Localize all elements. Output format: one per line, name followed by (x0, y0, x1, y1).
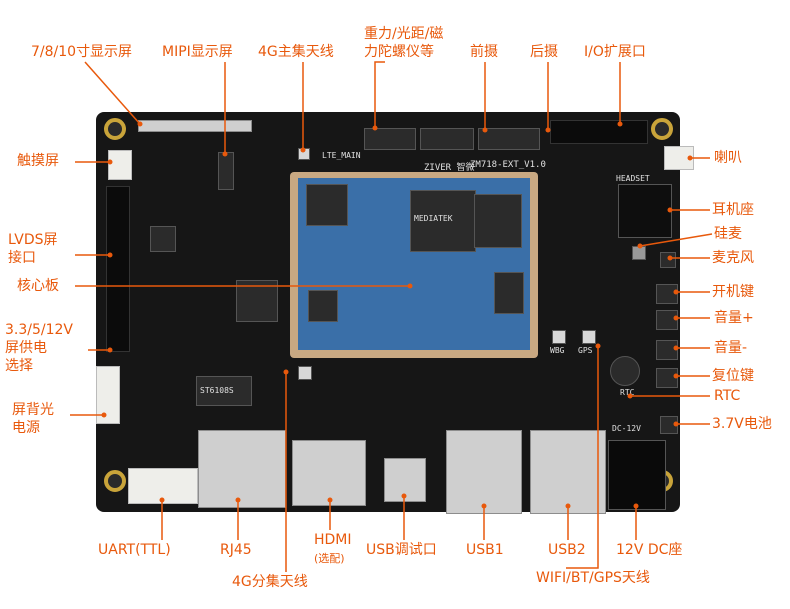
chip-left-3 (196, 376, 252, 406)
label-reset-key: 复位键 (712, 368, 754, 384)
label-touchscreen: 触摸屏 (17, 153, 59, 169)
dc-jack (608, 440, 666, 510)
model-silk: ZM718-EXT_V1.0 (470, 160, 546, 170)
front-camera-connector (420, 128, 474, 150)
rtc-silk: RTC (620, 388, 635, 397)
label-silicon-mic: 硅麦 (714, 226, 742, 242)
mounting-hole-top-right (651, 118, 673, 140)
label-4g-diversity-antenna: 4G分集天线 (232, 574, 308, 590)
label-usb1: USB1 (466, 542, 504, 558)
earphone-jack (618, 184, 672, 238)
label-lvds-line2: 接口 (8, 250, 36, 266)
chip-left-1 (150, 226, 176, 252)
label-usb-debug: USB调试口 (366, 542, 437, 558)
lvds-header (106, 186, 130, 352)
core-pmic (306, 184, 348, 226)
label-front-camera: 前摄 (470, 44, 498, 60)
core-emmc (494, 272, 524, 314)
mediatek-silk: MEDIATEK (414, 214, 453, 223)
label-power-sel-line1: 3.3/5/12V (5, 322, 73, 338)
label-power-sel-line3: 选择 (5, 358, 33, 374)
core-soc (410, 190, 476, 252)
touchscreen-connector (108, 150, 132, 180)
label-lvds-line1: LVDS屏 (8, 232, 58, 248)
label-lcd-7-8-10: 7/8/10寸显示屏 (31, 44, 133, 60)
label-power-key: 开机键 (712, 284, 754, 300)
io-expansion-header (550, 120, 648, 144)
label-hdmi-optional: (选配) (314, 552, 345, 565)
usb-debug-port (384, 458, 426, 502)
label-mipi: MIPI显示屏 (162, 44, 233, 60)
label-core-board: 核心板 (17, 278, 59, 294)
label-battery: 3.7V电池 (712, 416, 772, 432)
label-uart: UART(TTL) (98, 542, 171, 558)
usb1-port (446, 430, 522, 514)
hdmi-port (292, 440, 366, 506)
label-volume-up: 音量+ (714, 310, 754, 326)
mounting-hole-bottom-left (104, 470, 126, 492)
gps-connector (582, 330, 596, 344)
label-rear-camera: 后摄 (530, 44, 558, 60)
label-microphone: 麦克风 (712, 250, 754, 266)
microphone-pads (660, 252, 676, 268)
label-io-expansion: I/O扩展口 (584, 44, 646, 60)
label-earphone: 耳机座 (712, 202, 754, 218)
brand-silk: ZIVER 智微 (424, 163, 475, 173)
mounting-hole-top-left (104, 118, 126, 140)
wbg-connector (552, 330, 566, 344)
label-power-sel-line2: 屏供电 (5, 340, 47, 356)
rtc-holder (610, 356, 640, 386)
gps-silk: GPS (578, 346, 593, 355)
label-wifi-bt-gps: WIFI/BT/GPS天线 (536, 570, 650, 586)
dc12v-silk: DC-12V (612, 424, 641, 433)
label-sensors-line2: 力陀螺仪等 (364, 44, 434, 60)
chip-s-silk: ST6108S (200, 386, 234, 395)
label-usb2: USB2 (548, 542, 586, 558)
label-backlight-line2: 电源 (12, 420, 40, 436)
label-sensors-line1: 重力/光距/磁 (364, 26, 444, 42)
div-antenna-connector (298, 366, 312, 380)
wbg-silk: WBG (550, 346, 565, 355)
rear-camera-connector (478, 128, 540, 150)
label-hdmi: HDMI (314, 532, 352, 548)
lte-main-silk: LTE_MAIN (322, 151, 361, 160)
label-volume-down: 音量- (714, 340, 748, 356)
core-chip-small (308, 290, 338, 322)
label-rtc: RTC (714, 388, 741, 404)
usb2-port (530, 430, 606, 514)
label-rj45: RJ45 (220, 542, 252, 558)
label-dc12v: 12V DC座 (616, 542, 683, 558)
label-4g-main-antenna: 4G主集天线 (258, 44, 334, 60)
sensor-connector (364, 128, 416, 150)
headset-silk: HEADSET (616, 174, 650, 183)
core-memory (474, 194, 522, 248)
label-backlight-line1: 屏背光 (12, 402, 54, 418)
chip-left-2 (236, 280, 278, 322)
label-speaker: 喇叭 (714, 150, 742, 166)
